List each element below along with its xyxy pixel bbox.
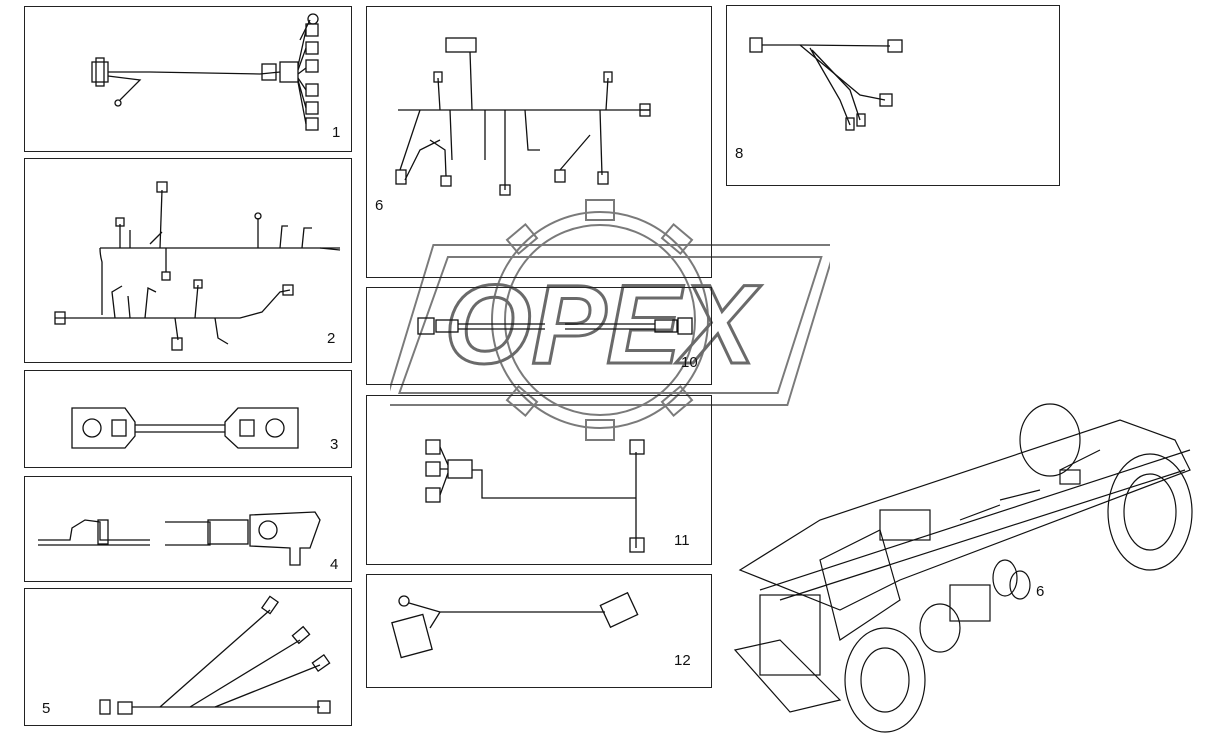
panel-8	[726, 5, 1060, 186]
panel-1	[24, 6, 352, 152]
panel-label-11: 11	[674, 532, 690, 549]
panel-label-6: 6	[375, 197, 384, 214]
panel-3	[24, 370, 352, 468]
panel-label-2: 2	[327, 330, 336, 347]
panel-label-4: 4	[330, 556, 339, 573]
panel-12	[366, 574, 712, 688]
panel-11	[366, 395, 712, 565]
panel-label-8: 8	[735, 145, 744, 162]
panel-label-3: 3	[330, 436, 339, 453]
panel-label-10: 10	[681, 354, 698, 371]
panel-label-1: 1	[332, 124, 341, 141]
panel-4	[24, 476, 352, 582]
panel-5	[24, 588, 352, 726]
panel-label-12: 12	[674, 652, 691, 669]
panel-10	[366, 287, 712, 385]
vehicle-label-6: 6	[1036, 583, 1045, 600]
panel-2	[24, 158, 352, 363]
panel-6	[366, 6, 712, 278]
panel-label-5: 5	[42, 700, 51, 717]
